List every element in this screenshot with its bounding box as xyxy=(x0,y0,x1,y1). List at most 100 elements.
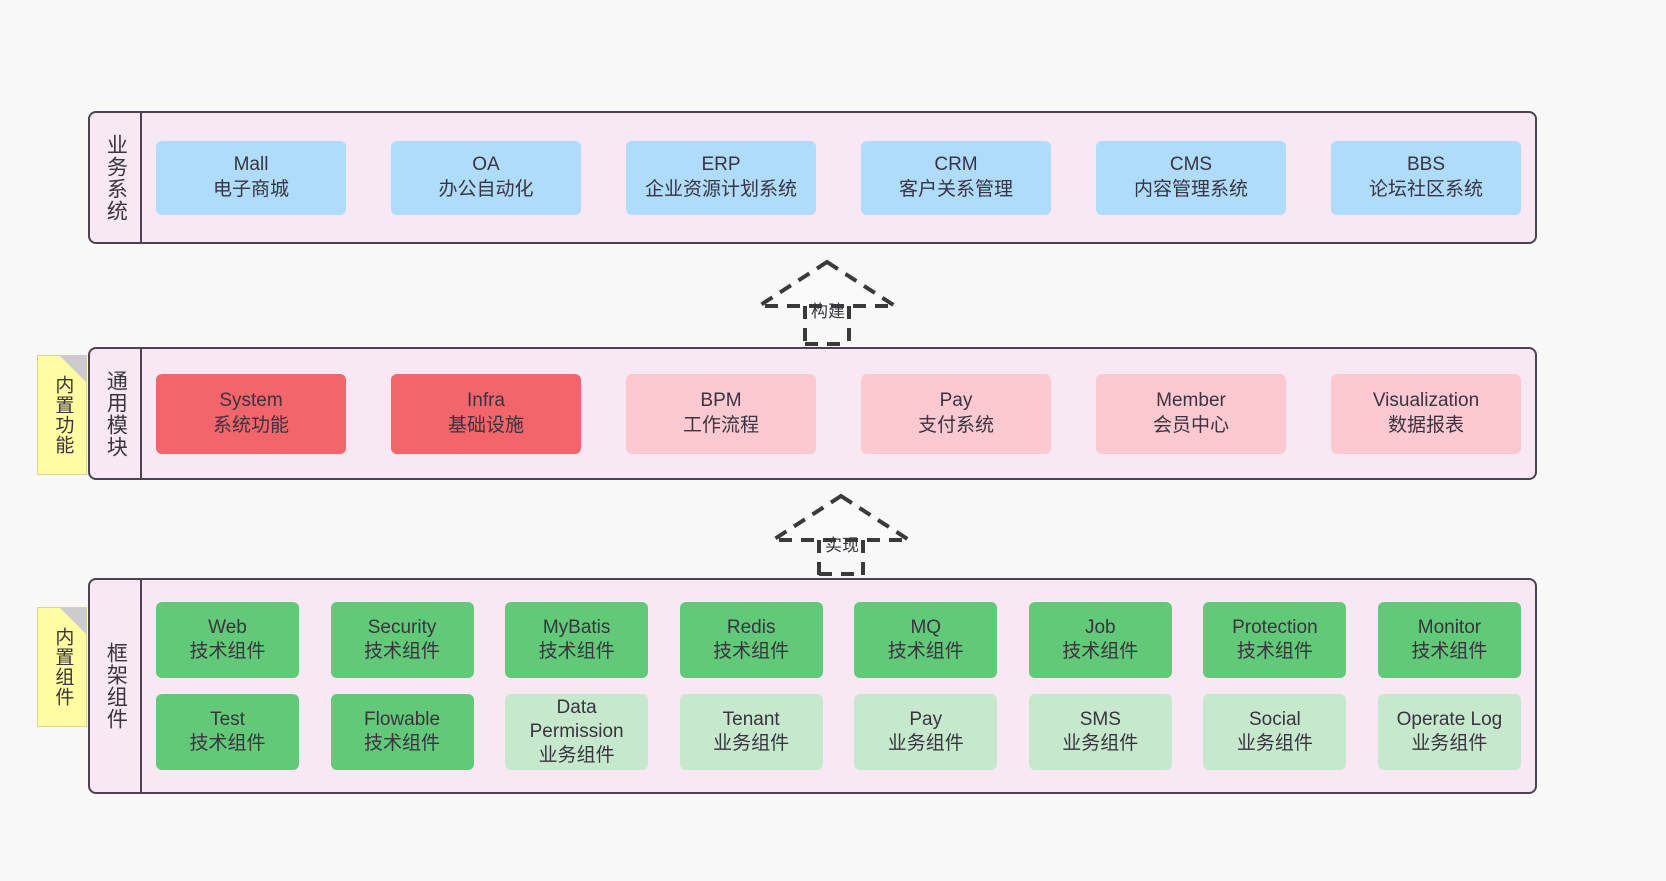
node-subtitle: 基础设施 xyxy=(447,414,524,436)
node-title: Infra xyxy=(466,390,506,412)
connector-build: 构建 xyxy=(752,258,912,346)
node-social[interactable]: Social 业务组件 xyxy=(1203,694,1347,770)
node-subtitle: 业务组件 xyxy=(1236,733,1313,754)
sticky-note-builtin-component: 内置组件 xyxy=(37,607,87,727)
node-subtitle: 业务组件 xyxy=(1411,733,1488,754)
node-title: Monitor xyxy=(1417,616,1482,638)
node-title: Pay xyxy=(939,390,973,412)
node-title: System xyxy=(219,390,283,412)
node-title: CMS xyxy=(1169,154,1213,176)
sticky-note-text: 内置组件 xyxy=(52,627,74,707)
node-subtitle: 技术组件 xyxy=(364,641,441,662)
node-crm[interactable]: CRM 客户关系管理 xyxy=(861,140,1051,215)
node-pay[interactable]: Pay 支付系统 xyxy=(861,373,1051,454)
layer-label-framework-component: 框架组件 xyxy=(90,580,142,792)
sticky-note-text: 内置功能 xyxy=(52,375,74,455)
node-title: Pay xyxy=(909,708,943,730)
layer-label-common-module: 通用模块 xyxy=(90,349,142,478)
node-title: ERP xyxy=(701,154,741,176)
node-erp[interactable]: ERP 企业资源计划系统 xyxy=(626,140,816,215)
node-title: Data Permission xyxy=(529,696,624,742)
node-row: System 系统功能 Infra 基础设施 BPM 工作流程 Pay 支付系统… xyxy=(156,373,1521,454)
node-title: Redis xyxy=(726,616,776,638)
node-operate-log[interactable]: Operate Log 业务组件 xyxy=(1377,694,1521,770)
node-system[interactable]: System 系统功能 xyxy=(156,373,346,454)
node-oa[interactable]: OA 办公自动化 xyxy=(391,140,581,215)
layer-label-text: 业务系统 xyxy=(104,133,128,222)
node-security[interactable]: Security 技术组件 xyxy=(330,602,474,678)
node-title: Test xyxy=(210,708,245,730)
node-subtitle: 工作流程 xyxy=(682,414,759,436)
node-monitor[interactable]: Monitor 技术组件 xyxy=(1377,602,1521,678)
node-subtitle: 业务组件 xyxy=(1062,733,1139,754)
node-subtitle: 技术组件 xyxy=(887,641,964,662)
node-row: Web 技术组件 Security 技术组件 MyBatis 技术组件 Redi… xyxy=(156,602,1521,678)
connector-implement-label: 实现 xyxy=(825,536,859,555)
node-subtitle: 技术组件 xyxy=(189,733,266,754)
node-title: Visualization xyxy=(1372,390,1480,412)
node-title: MyBatis xyxy=(542,616,611,638)
node-title: BPM xyxy=(700,390,742,412)
layer-body-common-module: System 系统功能 Infra 基础设施 BPM 工作流程 Pay 支付系统… xyxy=(142,349,1535,478)
node-subtitle: 论坛社区系统 xyxy=(1368,178,1483,200)
node-row: Test 技术组件 Flowable 技术组件 Data Permission … xyxy=(156,694,1521,770)
node-title: Member xyxy=(1156,390,1226,412)
node-mq[interactable]: MQ 技术组件 xyxy=(854,602,998,678)
node-subtitle: 客户关系管理 xyxy=(898,178,1013,200)
node-web[interactable]: Web 技术组件 xyxy=(156,602,299,678)
node-subtitle: 业务组件 xyxy=(538,745,615,767)
node-redis[interactable]: Redis 技术组件 xyxy=(679,602,823,678)
connector-implement-arrow xyxy=(766,493,916,576)
node-mall[interactable]: Mall 电子商城 xyxy=(156,140,346,215)
layer-label-text: 框架组件 xyxy=(104,642,128,730)
node-row: Mall 电子商城 OA 办公自动化 ERP 企业资源计划系统 CRM 客户关系… xyxy=(156,140,1521,215)
node-data-permission[interactable]: Data Permission 业务组件 xyxy=(505,694,649,770)
node-subtitle: 技术组件 xyxy=(1411,641,1488,662)
node-subtitle: 办公自动化 xyxy=(438,178,534,200)
node-title: Mall xyxy=(233,154,269,176)
node-pay-business[interactable]: Pay 业务组件 xyxy=(854,694,998,770)
layer-panel-business-system: 业务系统 Mall 电子商城 OA 办公自动化 ERP 企业资源计划系统 CRM xyxy=(88,111,1537,244)
sticky-fold-icon xyxy=(60,608,86,634)
node-subtitle: 数据报表 xyxy=(1387,414,1464,436)
layer-panel-framework-component: 框架组件 Web 技术组件 Security 技术组件 MyBatis 技术组件… xyxy=(88,578,1537,794)
node-protection[interactable]: Protection 技术组件 xyxy=(1203,602,1347,678)
sticky-note-builtin-function: 内置功能 xyxy=(37,355,87,475)
node-tenant[interactable]: Tenant 业务组件 xyxy=(679,694,823,770)
node-mybatis[interactable]: MyBatis 技术组件 xyxy=(505,602,649,678)
layer-label-text: 通用模块 xyxy=(104,369,128,458)
node-subtitle: 技术组件 xyxy=(538,641,615,662)
layer-body-framework-component: Web 技术组件 Security 技术组件 MyBatis 技术组件 Redi… xyxy=(142,580,1535,792)
node-subtitle: 业务组件 xyxy=(887,733,964,754)
connector-build-label: 构建 xyxy=(811,302,845,321)
node-subtitle: 会员中心 xyxy=(1152,414,1229,436)
sticky-fold-icon xyxy=(60,356,86,382)
node-title: Security xyxy=(367,616,437,638)
node-bbs[interactable]: BBS 论坛社区系统 xyxy=(1331,140,1521,215)
node-title: BBS xyxy=(1406,154,1446,176)
node-title: Social xyxy=(1249,708,1301,730)
node-title: CRM xyxy=(934,154,978,176)
node-cms[interactable]: CMS 内容管理系统 xyxy=(1096,140,1286,215)
node-job[interactable]: Job 技术组件 xyxy=(1028,602,1172,678)
node-subtitle: 技术组件 xyxy=(364,733,441,754)
node-subtitle: 技术组件 xyxy=(1062,641,1139,662)
node-title: Web xyxy=(208,616,247,638)
node-flowable[interactable]: Flowable 技术组件 xyxy=(330,694,474,770)
node-test[interactable]: Test 技术组件 xyxy=(156,694,299,770)
node-sms[interactable]: SMS 业务组件 xyxy=(1028,694,1172,770)
node-bpm[interactable]: BPM 工作流程 xyxy=(626,373,816,454)
node-subtitle: 内容管理系统 xyxy=(1133,178,1248,200)
node-member[interactable]: Member 会员中心 xyxy=(1096,373,1286,454)
layer-panel-common-module: 通用模块 System 系统功能 Infra 基础设施 BPM 工作流程 Pay xyxy=(88,347,1537,480)
node-title: Job xyxy=(1084,616,1116,638)
node-title: MQ xyxy=(910,616,942,638)
connector-build-arrow xyxy=(752,259,902,346)
node-visualization[interactable]: Visualization 数据报表 xyxy=(1331,373,1521,454)
node-subtitle: 技术组件 xyxy=(713,641,790,662)
node-title: OA xyxy=(472,154,500,176)
node-subtitle: 技术组件 xyxy=(1236,641,1313,662)
node-infra[interactable]: Infra 基础设施 xyxy=(391,373,581,454)
node-subtitle: 企业资源计划系统 xyxy=(644,178,797,200)
